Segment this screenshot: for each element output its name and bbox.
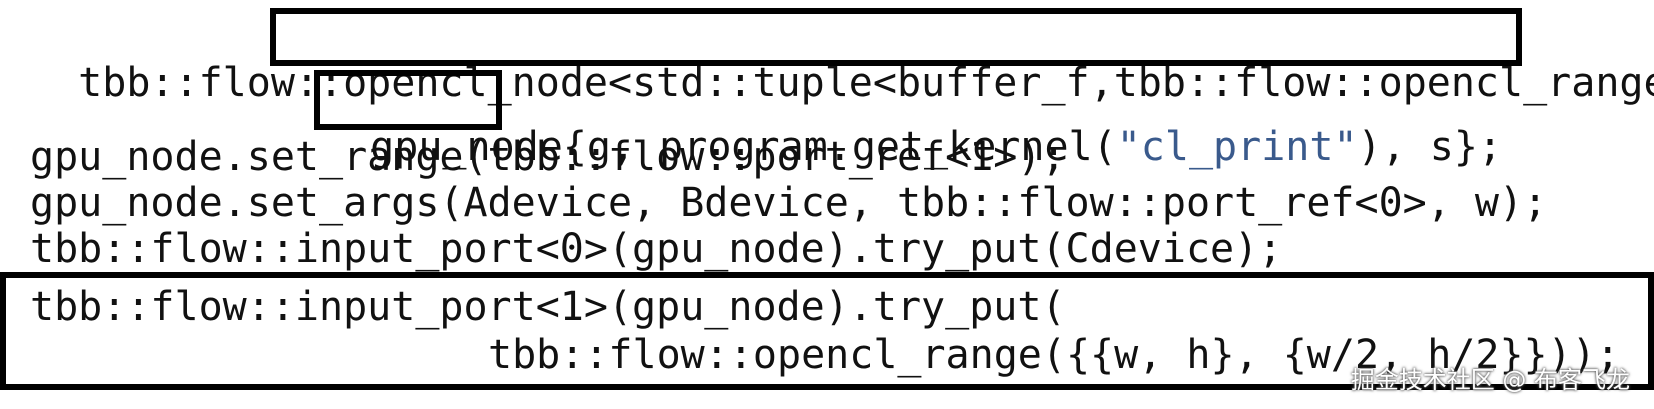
code-line-1: tbb::flow::opencl_node<std::tuple<buffer… <box>30 14 1654 106</box>
highlight-box-try-put-range <box>0 272 1654 390</box>
code-line-6: tbb::flow::input_port<1>(gpu_node).try_p… <box>30 284 1066 330</box>
code-line-2: gpu_node{g, program.get_kernel("cl_print… <box>322 78 1502 170</box>
code-line-5: tbb::flow::input_port<0>(gpu_node).try_p… <box>30 226 1283 272</box>
highlight-box-gpu-node <box>314 70 502 130</box>
highlight-box-opencl-node-type <box>270 8 1522 66</box>
code-line-3: gpu_node.set_range(tbb::flow::port_ref<1… <box>30 134 1066 180</box>
code-constructor-args: {g, program.get_kernel( <box>562 124 1117 170</box>
code-namespace-prefix: tbb::flow:: <box>78 60 344 106</box>
code-line-7: tbb::flow::opencl_range({{w, h}, {w/2, h… <box>488 332 1620 378</box>
code-line-4: gpu_node.set_args(Adevice, Bdevice, tbb:… <box>30 180 1548 226</box>
watermark-text: 掘金技术社区 @ 布客飞龙 <box>1350 366 1630 394</box>
code-constructor-end: ), s}; <box>1357 124 1503 170</box>
code-gpu-node-identifier: gpu_node <box>370 124 563 170</box>
code-opencl-node-type: opencl_node<std::tuple<buffer_f,tbb::flo… <box>343 60 1654 106</box>
code-string-literal: "cl_print" <box>1116 124 1358 170</box>
